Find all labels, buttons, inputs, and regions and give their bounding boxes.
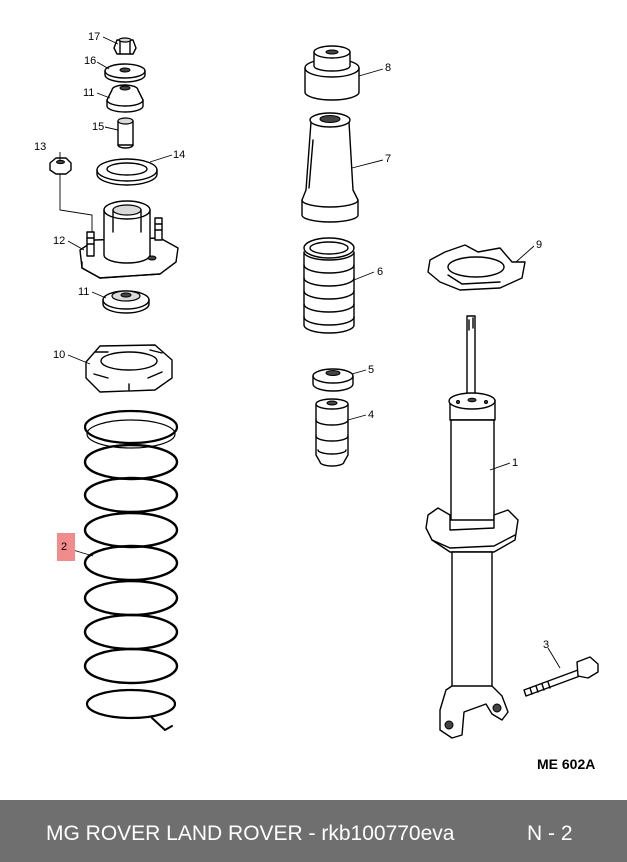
part-7-dust-boot <box>301 112 359 223</box>
part-17-nut <box>113 37 137 55</box>
part-2-coil-spring <box>83 409 179 731</box>
callout-9: 9 <box>536 239 542 251</box>
part-11-upper-bush <box>106 84 144 113</box>
part-11-lower-bush <box>102 290 150 314</box>
callout-11-lower: 11 <box>78 286 89 298</box>
callout-16: 16 <box>84 55 96 67</box>
callout-1: 1 <box>512 457 518 469</box>
callout-labels: 17 16 11 15 14 13 12 11 10 2 8 7 6 5 4 9… <box>34 31 549 651</box>
callout-8: 8 <box>385 62 391 74</box>
part-4-bump-stop <box>315 398 349 467</box>
footer-bar: MG ROVER LAND ROVER - rkb100770eva N - 2 <box>0 800 627 862</box>
callout-6: 6 <box>377 266 383 278</box>
diagram-reference-code: ME 602A <box>537 756 595 772</box>
callout-10: 10 <box>53 349 65 361</box>
part-12-top-mount <box>79 200 179 279</box>
part-9-spring-seat <box>427 244 526 291</box>
part-1-damper <box>425 315 519 739</box>
part-10-spring-seat <box>85 344 173 393</box>
part-14-seal <box>96 158 158 186</box>
callout-5: 5 <box>368 364 374 376</box>
callout-7: 7 <box>385 153 391 165</box>
callout-2-highlight <box>57 533 75 561</box>
part-13-nut <box>49 157 72 175</box>
part-15-spacer <box>117 117 134 149</box>
callout-15: 15 <box>92 121 104 133</box>
callout-4: 4 <box>368 409 374 421</box>
callout-11-upper: 11 <box>83 87 94 99</box>
callout-12: 12 <box>53 235 65 247</box>
part-3-bolt <box>523 656 599 697</box>
callout-3: 3 <box>543 639 549 651</box>
part-6-bellows <box>303 237 355 334</box>
part-8-top-cap <box>304 45 360 101</box>
callout-17: 17 <box>88 31 100 43</box>
leader-lines <box>59 36 561 669</box>
footer-brand-part: MG ROVER LAND ROVER - rkb100770eva <box>46 822 455 845</box>
footer-page-ref: N - 2 <box>527 822 573 845</box>
part-5-bump-washer <box>312 368 354 392</box>
callout-2: 2 <box>61 541 67 553</box>
callout-13: 13 <box>34 141 46 153</box>
callout-14: 14 <box>173 149 185 161</box>
exploded-diagram: 17 16 11 15 14 13 12 11 10 2 8 7 6 5 4 9… <box>34 31 599 772</box>
part-16-washer <box>104 63 146 83</box>
